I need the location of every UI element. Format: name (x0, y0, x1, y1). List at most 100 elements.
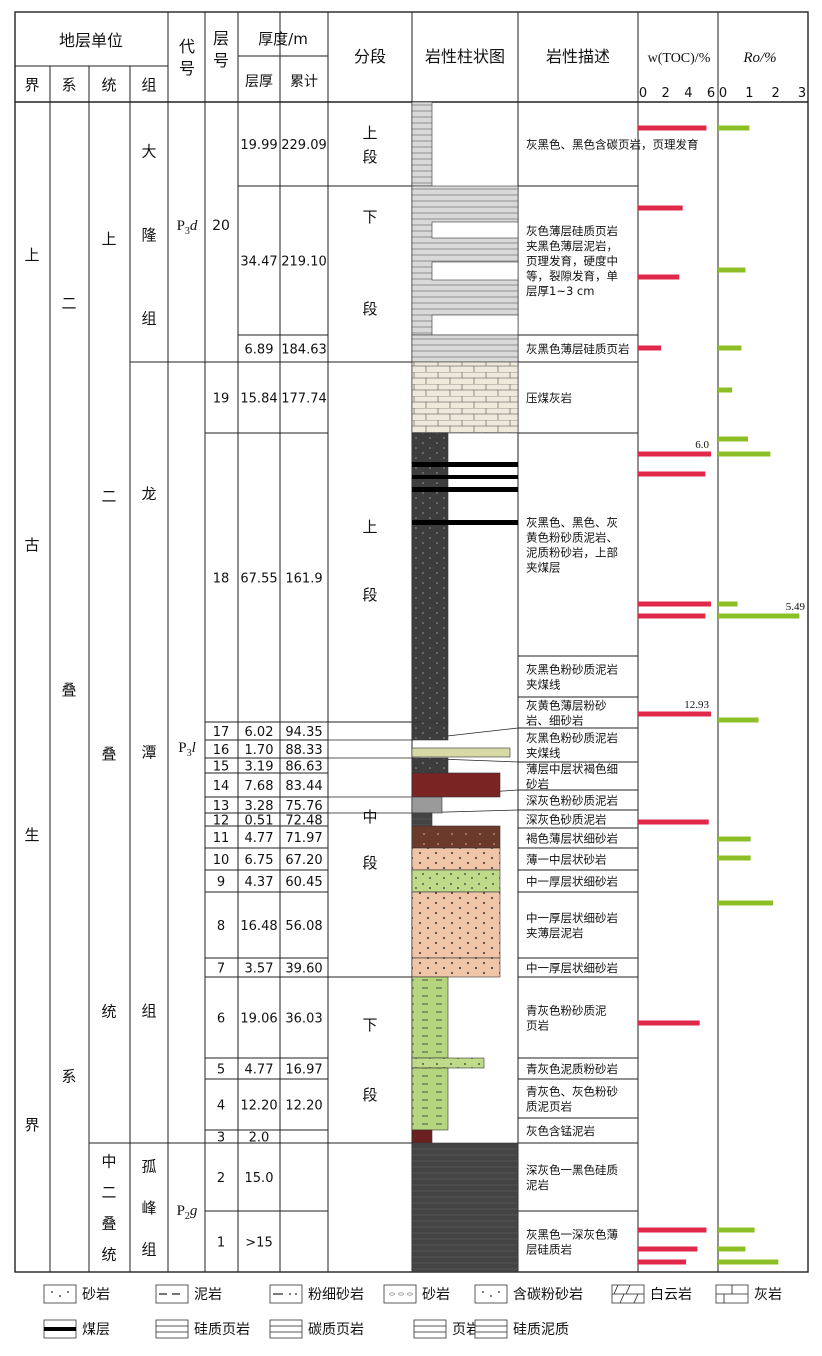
layer-number: 5 (217, 1063, 225, 1078)
layer-number: 19 (213, 392, 230, 407)
toc-bar (638, 1259, 687, 1265)
litho-carbonaceous-shale (411, 101, 433, 187)
layer-number: 4 (217, 1099, 225, 1114)
toc-bar (638, 345, 662, 351)
ro-bar (718, 451, 771, 457)
lithology-description: 夹黑色薄层泥岩， (526, 239, 618, 253)
section-dalong-upper: 段 (362, 148, 377, 166)
lithology-description: 岩、细砂岩 (526, 714, 584, 728)
legend-symbol-mark (490, 1295, 492, 1297)
ro-bar (718, 267, 746, 273)
legend-symbol-mark (498, 1291, 500, 1293)
layer-number: 10 (213, 853, 230, 868)
layer-number: 17 (213, 725, 230, 740)
lithology-description: 夹煤线 (526, 678, 561, 692)
litho-siliceous-rock (411, 1142, 519, 1273)
layer-thickness: >15 (245, 1236, 272, 1251)
layer-number: 12 (213, 814, 230, 829)
layer-number: 13 (213, 799, 230, 814)
stratum-tong-upper-char: 上 (101, 230, 116, 248)
lithology-description: 中一厚层状细砂岩 (526, 961, 618, 975)
layer-number: 14 (213, 779, 230, 794)
layer-thickness: 3.28 (245, 799, 274, 814)
lithology-description: 薄层中层状褐色细 (526, 762, 618, 776)
layer-cumulative: 161.9 (285, 572, 322, 587)
ro-bar (718, 613, 800, 619)
header-ro-label: Ro/% (742, 50, 776, 66)
header-cumulative: 累计 (290, 74, 318, 90)
litho-thin-medium-sandstone (411, 847, 501, 871)
header-layer-thick: 层厚 (245, 74, 273, 90)
lithology-description: 层硅质岩 (526, 1243, 572, 1257)
toc-tick-label: 4 (684, 86, 692, 101)
formation-dalong-char: 大 (141, 143, 156, 161)
formation-longtan-char: 组 (141, 1002, 156, 1020)
layer-thickness: 6.89 (245, 343, 274, 358)
litho-brown-thin-sandstone (411, 825, 501, 849)
lithology-description: 泥岩 (526, 1178, 549, 1192)
header-xi: 系 (61, 76, 76, 94)
stratum-jie-char: 生 (24, 826, 39, 844)
layer-thickness: 12.20 (240, 1099, 277, 1114)
legend-label: 硅质页岩 (194, 1322, 250, 1338)
legend: 砂岩泥岩粉细砂岩砂岩含碳粉砂岩白云岩灰岩煤层硅质页岩碳质页岩页岩硅质泥质 (43, 1284, 782, 1339)
legend-label: 白云岩 (650, 1287, 692, 1303)
lithology-description: 深灰色一黑色硅质 (526, 1163, 618, 1177)
ro-bar (718, 436, 749, 442)
layer-thickness: 67.55 (240, 572, 277, 587)
litho-mudstone-interbed (431, 261, 519, 281)
legend-label: 碳质页岩 (308, 1322, 364, 1338)
litho-siltstone-thin (411, 747, 511, 758)
lithology-description: 灰黑色粉砂质泥岩 (526, 731, 618, 745)
lithology-description: 层厚1~3 cm (526, 284, 594, 298)
lithology-description: 中一厚层状细砂岩 (526, 875, 618, 889)
section-longtan-mid: 段 (362, 854, 377, 872)
section-dalong-upper: 上 (362, 124, 377, 142)
lithology-description: 灰黑色、黑色、灰 (526, 516, 618, 530)
stratum-xi-char: 系 (61, 1068, 76, 1086)
lithology-description: 等，裂隙发育，单 (526, 269, 618, 283)
ro-bar (718, 836, 751, 842)
lithology-description: 灰色含锰泥岩 (526, 1124, 595, 1138)
legend-symbol-mark (44, 1327, 76, 1331)
lithology-description: 黄色粉砂质泥岩、 (526, 531, 618, 545)
layer-thickness: 4.77 (245, 1063, 274, 1078)
legend-symbol (413, 1319, 447, 1339)
legend-symbol-mark (407, 1292, 413, 1296)
litho-medium-thick-sandstone (411, 869, 501, 893)
litho-coal-seam (412, 520, 518, 525)
lithology-description: 深灰色粉砂质泥岩 (526, 794, 618, 808)
layer-cumulative: 88.33 (285, 743, 322, 758)
lithology-description: 夹煤层 (526, 561, 561, 575)
lithology-description: 深灰色砂质泥岩 (526, 813, 607, 827)
legend-label: 砂岩 (82, 1287, 110, 1303)
lithology-description: 中一厚层状细砂岩 (526, 911, 618, 925)
layer-thickness: 16.48 (240, 919, 277, 934)
code-longtan: P3l (178, 740, 196, 759)
legend-symbol (155, 1319, 189, 1339)
litho-mudstone-interbed (431, 314, 519, 336)
stratum-tong-upper-char: 叠 (101, 745, 116, 763)
litho-silty-mudstone (411, 721, 449, 741)
lithology-description: 青灰色、灰色粉砂 (526, 1085, 618, 1099)
legend-symbol-mark (716, 1285, 748, 1303)
section-longtan-lower: 段 (362, 1086, 377, 1104)
ro-tick-label: 3 (798, 86, 806, 101)
lithology-description: 褐色薄层状细砂岩 (526, 832, 618, 846)
header-layer-no: 层 (213, 29, 229, 48)
section-longtan-upper: 段 (362, 586, 377, 604)
header-column: 岩性柱状图 (425, 47, 505, 66)
formation-dalong-char: 隆 (141, 226, 156, 244)
header-thickness: 厚度/m (258, 30, 308, 48)
code-gufeng: P2g (177, 1203, 198, 1222)
layer-cumulative: 16.97 (285, 1063, 322, 1078)
ro-tick-label: 2 (772, 86, 780, 101)
litho-limestone (411, 361, 519, 434)
ro-tick-label: 1 (745, 86, 753, 101)
header-layer-no: 号 (213, 51, 229, 70)
layer-thickness: 19.06 (240, 1012, 277, 1027)
ro-bar (718, 900, 774, 906)
stratum-tong-mid-char: 二 (101, 1184, 116, 1202)
toc-bar (638, 471, 706, 477)
legend-symbol-mark (59, 1295, 61, 1297)
